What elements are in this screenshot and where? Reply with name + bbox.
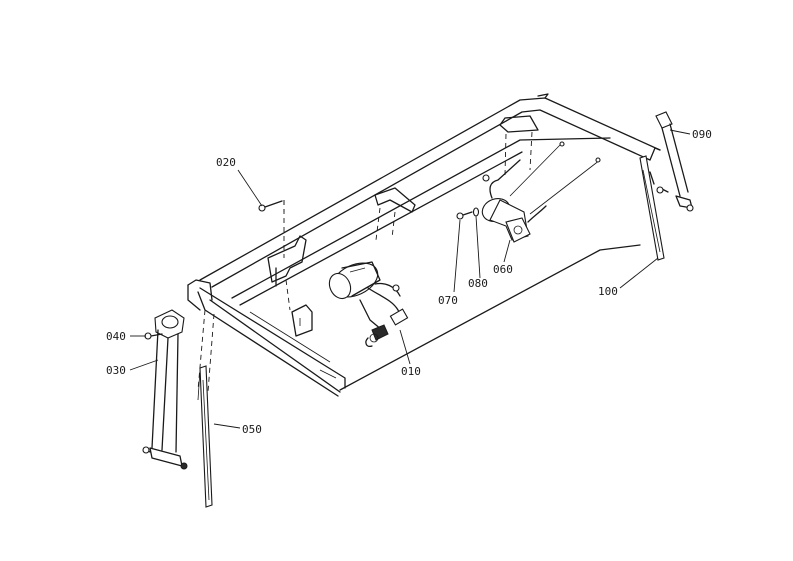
nut-040 [144, 332, 163, 340]
callout-010: 010 [401, 365, 421, 378]
callout-080: 080 [468, 277, 488, 290]
callout-040: 040 [106, 330, 126, 343]
nut-070 [456, 211, 473, 220]
callout-090: 090 [692, 128, 712, 141]
washer-080 [472, 207, 480, 217]
callout-050: 050 [242, 423, 262, 436]
callout-070: 070 [438, 294, 458, 307]
front-wiper-blade [197, 365, 213, 508]
rear-wiper-blade [639, 155, 665, 261]
callout-020: 020 [216, 156, 236, 169]
bolt-020 [258, 200, 285, 212]
callout-030: 030 [106, 364, 126, 377]
front-wiper-arm [142, 309, 188, 470]
rear-wiper-motor [481, 141, 601, 243]
callout-100: 100 [598, 285, 618, 298]
cab-frame [187, 93, 661, 397]
callout-labels: 010 020 030 040 050 060 070 080 090 100 [106, 128, 712, 436]
callout-060: 060 [493, 263, 513, 276]
rear-wiper-arm [649, 111, 694, 212]
leader-lines [129, 129, 691, 429]
front-wiper-motor [328, 261, 409, 348]
